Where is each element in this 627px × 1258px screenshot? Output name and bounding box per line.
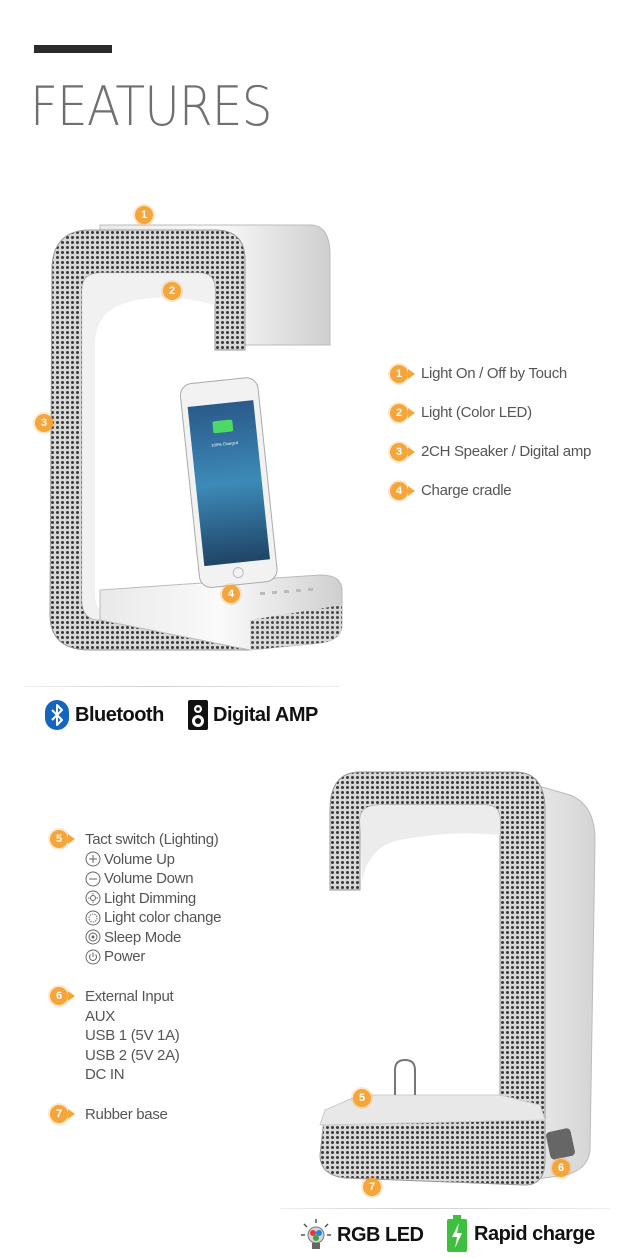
power-icon [85, 949, 101, 965]
detail-badge-5: 5 [50, 830, 75, 848]
bluetooth-label: Bluetooth [75, 703, 164, 726]
bluetooth-icon [45, 700, 69, 730]
callout-badge-6: 6 [552, 1159, 570, 1177]
sub-item-sleep-mode: Sleep Mode [85, 928, 305, 948]
feature-badge-2: 2 [390, 404, 415, 422]
color-wheel-icon [85, 910, 101, 926]
sub-item-power: Power [85, 947, 305, 967]
product-illustration-front: 100% Charged [49, 224, 343, 651]
rapid-charge-label: Rapid charge [474, 1222, 595, 1245]
battery-charge-icon [447, 1215, 467, 1252]
callout-badge-7: 7 [363, 1178, 381, 1196]
sub-item-light-color: Light color change [85, 908, 305, 928]
page-title: FEATURES [30, 75, 272, 138]
feature-badge-1: 1 [390, 365, 415, 383]
speaker-icon [188, 700, 208, 730]
external-item-dcin: DC IN [85, 1066, 125, 1083]
callout-badge-1: 1 [135, 206, 153, 224]
tact-switch-block: Tact switch (Lighting) Volume Up Volume … [85, 830, 305, 967]
phone-screen-text: 100% Charged [211, 440, 238, 448]
rgb-led-icon [301, 1219, 331, 1249]
sun-icon [85, 890, 101, 906]
feature-label-4: Charge cradle [421, 482, 512, 499]
section-divider-bottom [280, 1208, 610, 1209]
header-accent-bar [34, 45, 112, 53]
product-illustration-rear [319, 771, 596, 1186]
external-input-title: External Input [85, 988, 174, 1005]
external-item-usb1: USB 1 (5V 1A) [85, 1027, 180, 1044]
sleep-icon [85, 929, 101, 945]
callout-badge-4: 4 [222, 585, 240, 603]
rgb-led-label: RGB LED [337, 1223, 424, 1246]
feature-label-2: Light (Color LED) [421, 404, 532, 421]
feature-badge-4: 4 [390, 482, 415, 500]
detail-badge-7: 7 [50, 1105, 75, 1123]
tact-switch-title: Tact switch (Lighting) [85, 831, 219, 848]
sub-item-volume-up: Volume Up [85, 850, 305, 870]
external-input-block: External Input AUX USB 1 (5V 1A) USB 2 (… [85, 987, 285, 1085]
badge-rgb-led: RGB LED [300, 1218, 424, 1252]
feature-badge-3: 3 [390, 443, 415, 461]
external-item-aux: AUX [85, 1007, 115, 1025]
badge-digital-amp: Digital AMP [188, 700, 318, 730]
minus-circle-icon [85, 871, 101, 887]
rubber-base-title: Rubber base [85, 1106, 168, 1123]
feature-label-3: 2CH Speaker / Digital amp [421, 443, 592, 460]
callout-badge-5: 5 [353, 1089, 371, 1107]
detail-badge-6: 6 [50, 987, 75, 1005]
sub-item-light-dimming: Light Dimming [85, 889, 305, 909]
feature-label-1: Light On / Off by Touch [421, 365, 567, 382]
callout-badge-2: 2 [163, 282, 181, 300]
section-divider-top [25, 686, 340, 687]
badge-rapid-charge: Rapid charge [446, 1215, 595, 1253]
plus-circle-icon [85, 851, 101, 867]
external-item-usb2: USB 2 (5V 2A) [85, 1046, 180, 1064]
callout-badge-3: 3 [35, 414, 53, 432]
digital-amp-label: Digital AMP [213, 703, 318, 726]
sub-item-volume-down: Volume Down [85, 869, 305, 889]
badge-bluetooth: Bluetooth [45, 700, 164, 730]
